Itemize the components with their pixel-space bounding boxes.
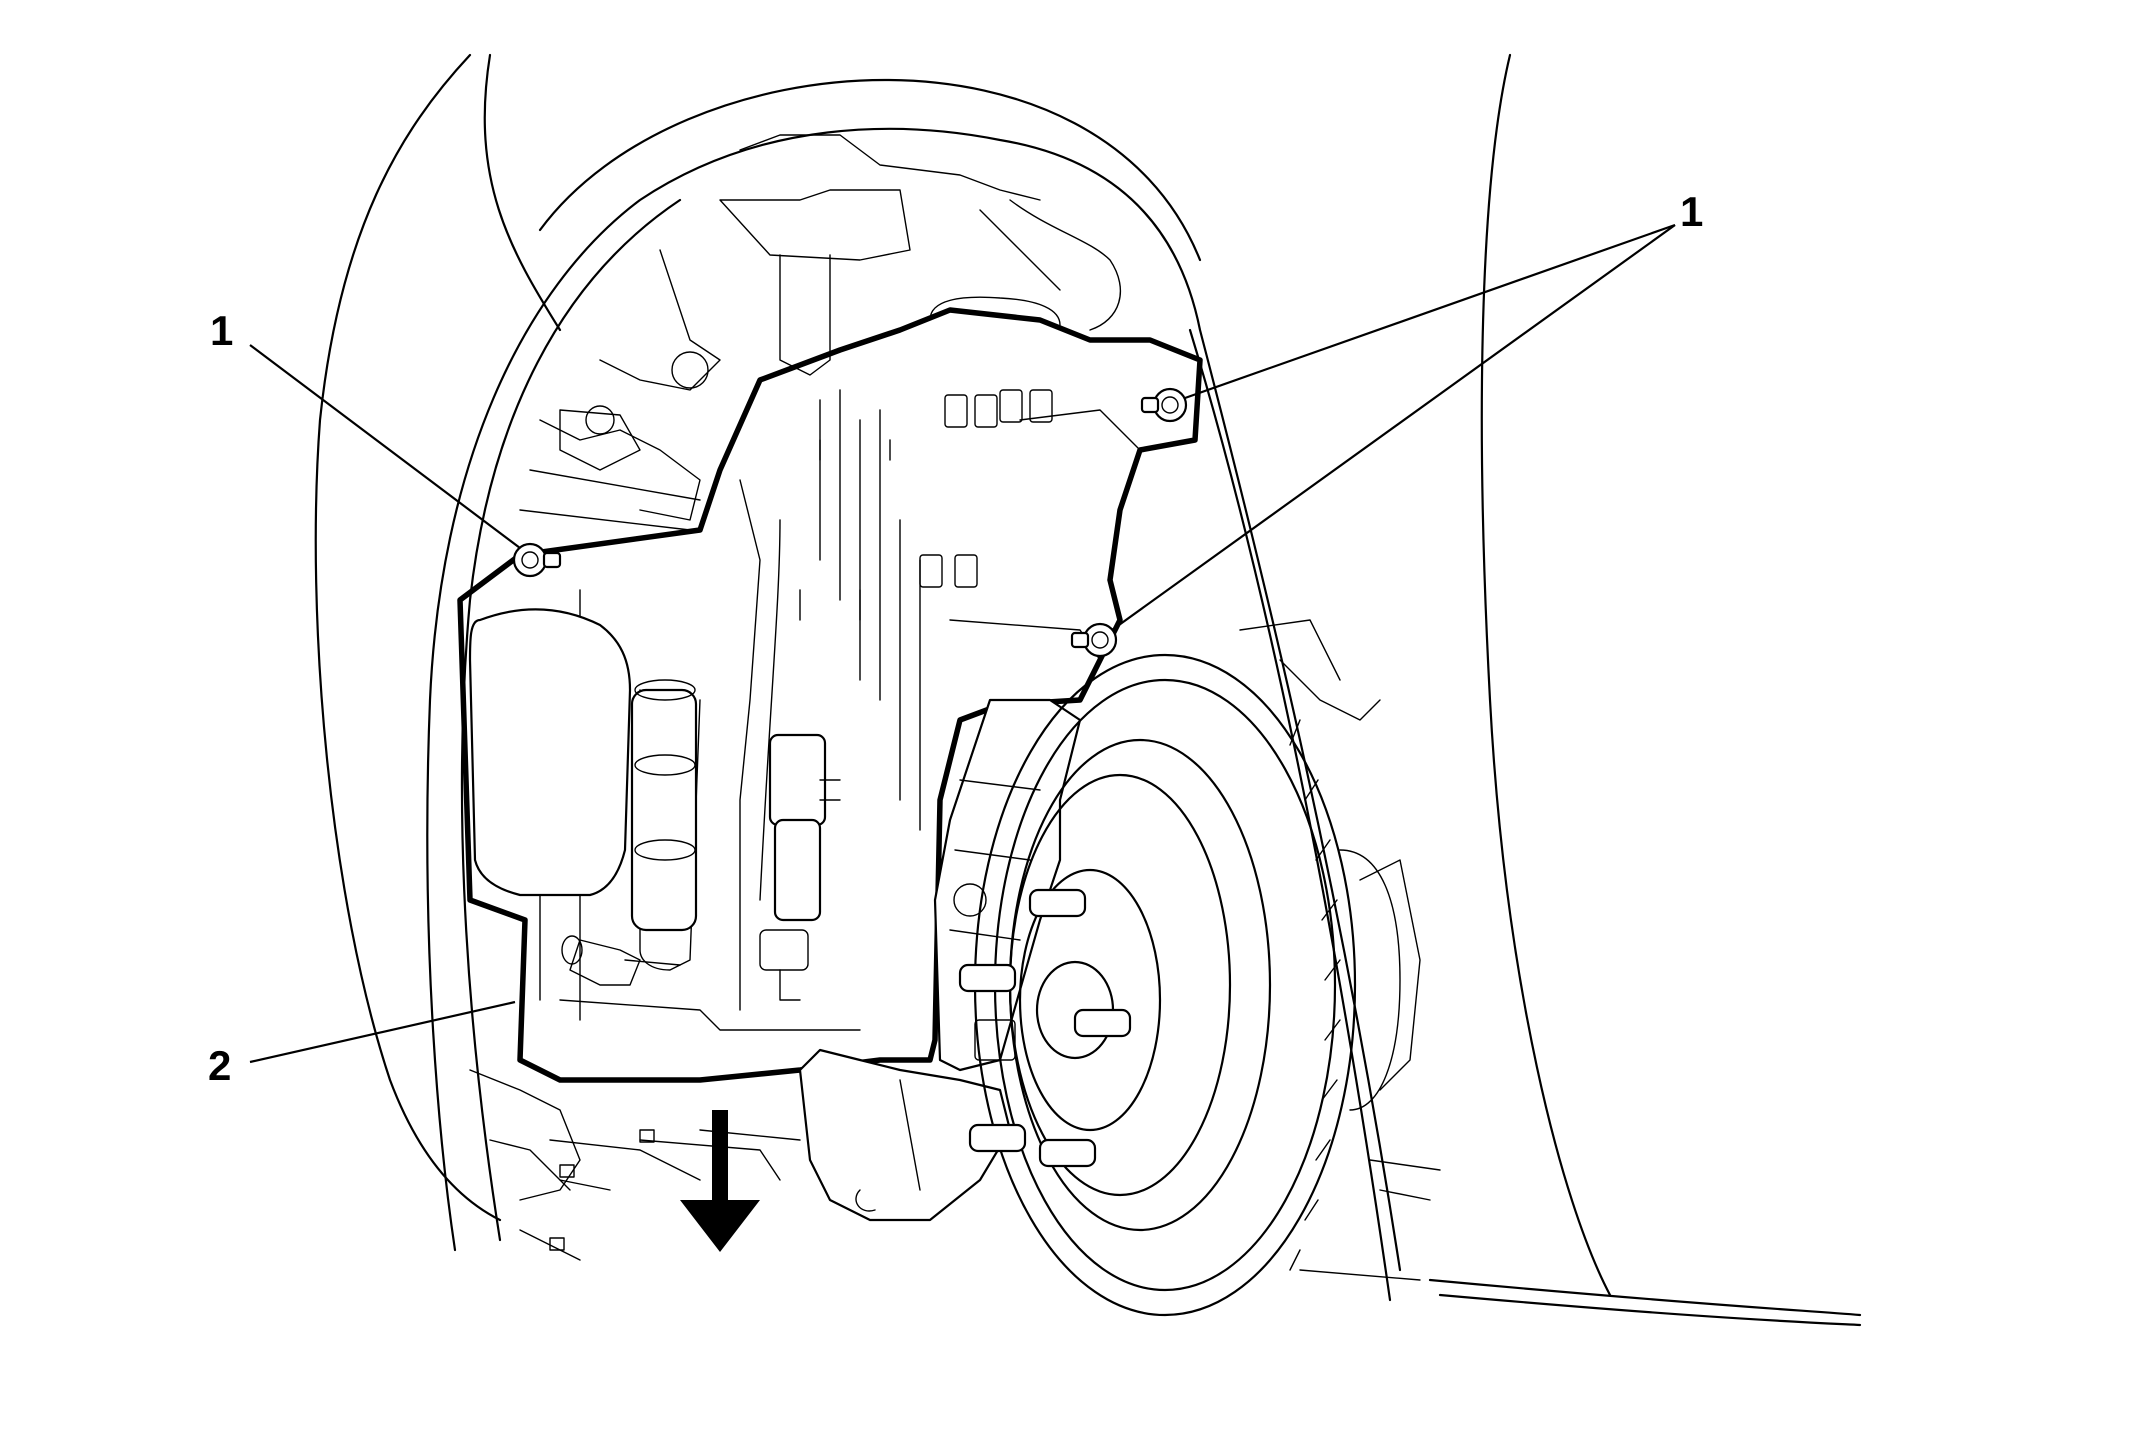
fastener-nut-right-upper	[1140, 387, 1188, 423]
hub-assembly	[1239, 619, 1441, 1281]
callout-1-right: 1	[1680, 188, 1703, 235]
lower-liner-flaps	[469, 1069, 801, 1261]
fender-outline	[314, 53, 1862, 1327]
removal-direction-arrow-icon	[680, 1110, 760, 1252]
callout-2: 2	[208, 1042, 231, 1089]
fastener-nut-left	[512, 542, 562, 578]
wheel-studs	[958, 888, 1132, 1168]
callout-1-left: 1	[210, 307, 233, 354]
upper-structure	[519, 134, 1121, 531]
callout-leaders	[249, 223, 1676, 1064]
washer-pump-center	[759, 733, 841, 1001]
wheelhouse-liner-panel	[457, 296, 1203, 1083]
fastener-nut-right-lower	[1070, 622, 1118, 658]
washer-reservoir	[468, 608, 701, 986]
